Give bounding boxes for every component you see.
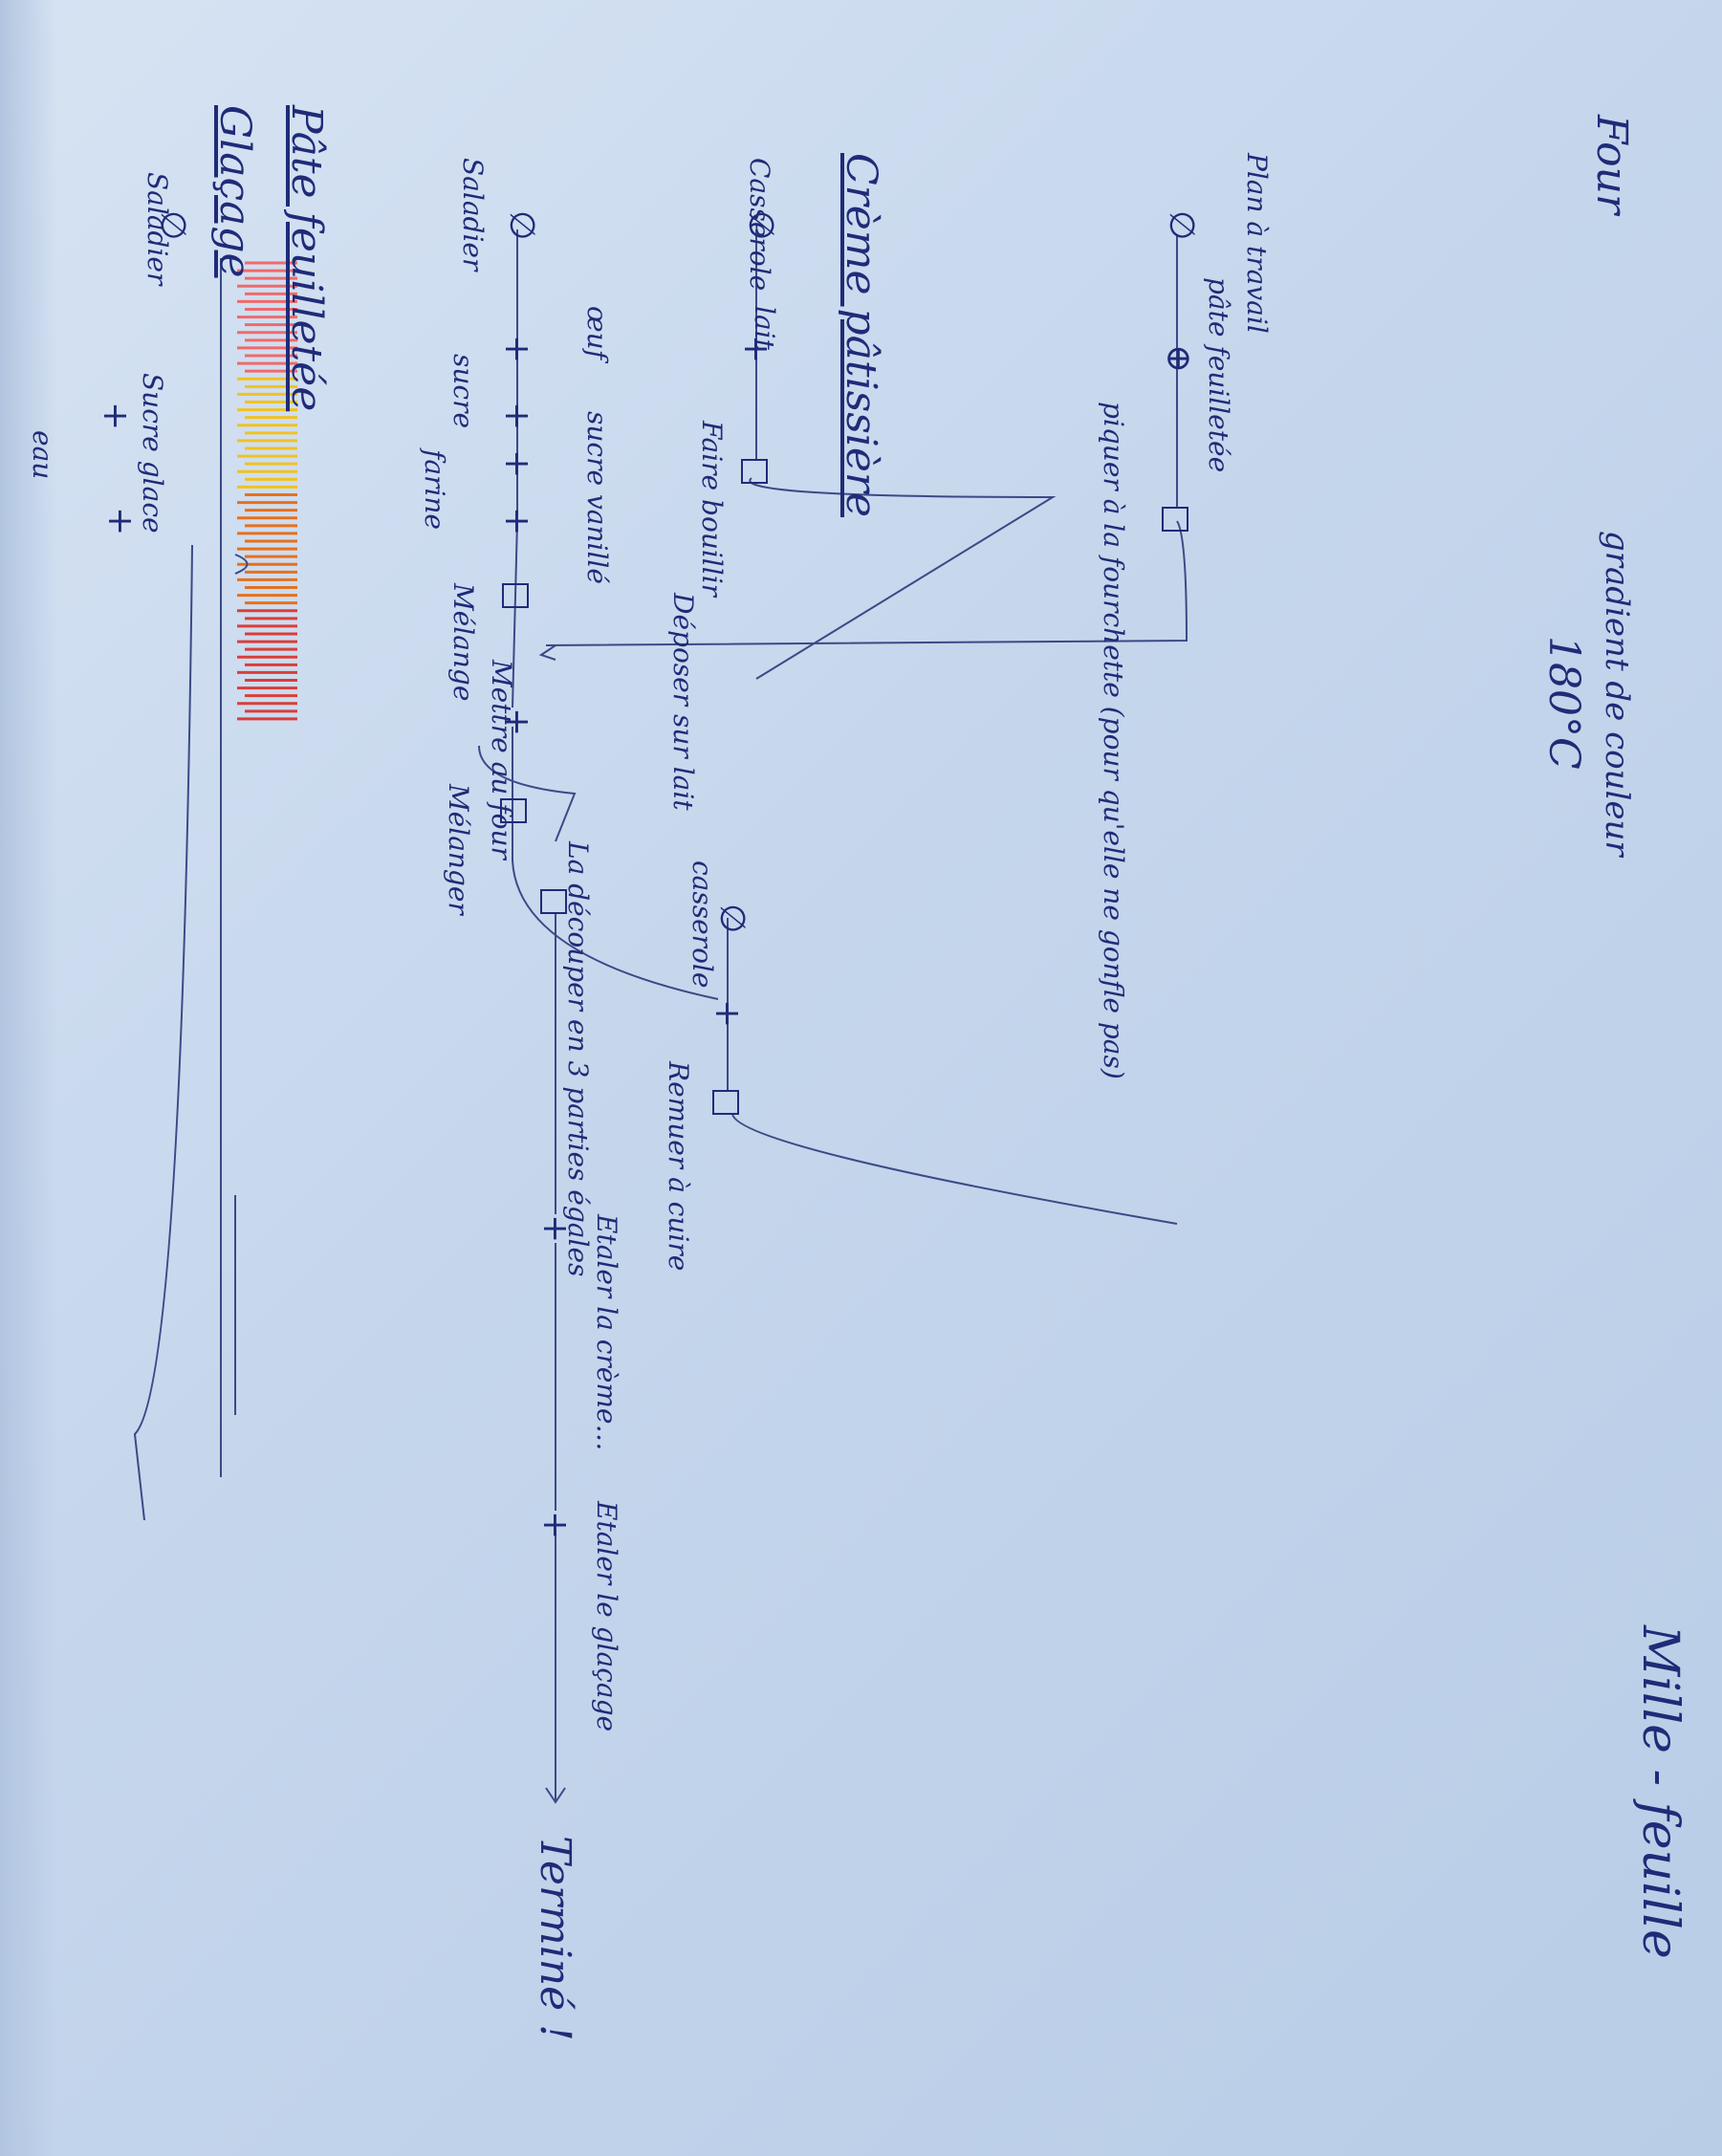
glacage-to-etaler	[133, 544, 193, 1521]
melanger-to-remuer	[512, 860, 719, 1000]
plus-sucre-vanille: +	[497, 449, 536, 479]
section-creme: Crème pâtissière	[837, 153, 885, 517]
sucre-vanille-label: sucre vanillé	[581, 411, 613, 584]
plus-etaler-creme: +	[535, 1214, 575, 1244]
casserole-to-melange	[749, 477, 1057, 680]
pate-to-oven	[545, 520, 1188, 646]
empty-symbol-glacage: ∅	[153, 210, 192, 241]
melanger-label: Mélanger	[443, 784, 474, 915]
paper-shadow	[0, 0, 57, 2156]
empty-symbol-casserole: ∅	[741, 210, 780, 241]
step-box-faire-bouillir	[741, 459, 768, 484]
plus-eau: +	[100, 507, 140, 536]
plus-sucre: +	[497, 402, 536, 431]
empty-symbol-casserole-2: ∅	[712, 904, 752, 934]
remuer-label: Remuer à cuire	[663, 1061, 694, 1272]
etaler-creme-label: Etaler la crème…	[591, 1214, 622, 1451]
plus-lait: +	[736, 335, 775, 364]
plus-farine: +	[497, 507, 536, 536]
color-gradient-bar	[237, 261, 297, 721]
plus-sucre-glace: +	[96, 402, 135, 431]
oeuf-label: œuf	[581, 306, 613, 360]
gradient-label: gradient de couleur	[1598, 531, 1636, 857]
melange-label: Mélange	[447, 583, 479, 702]
termine-arrowhead	[545, 1787, 566, 1804]
faire-bouillir-label: Faire bouillir	[696, 421, 728, 598]
sucre-glace-label: Sucre glace	[137, 373, 168, 534]
termine-label: Terminé !	[531, 1836, 579, 2041]
empty-symbol-saladier: ∅	[502, 210, 541, 241]
deposer-label: Déposer sur lait	[667, 593, 699, 811]
diagram-title: Mille - feuille	[1631, 1625, 1689, 1959]
pate-ingredient-label: pâte feuilletée	[1203, 277, 1234, 473]
etaler-glacage-label: Etaler le glaçage	[591, 1501, 622, 1732]
temperature-label: 180°C	[1539, 636, 1588, 770]
step-box-remuer	[712, 1090, 739, 1115]
circled-plus-pate: ⊕	[1159, 344, 1198, 374]
step-box-melanger	[500, 798, 527, 823]
plus-oeuf: +	[497, 335, 536, 364]
mettre-four-label: Mettre au four	[486, 660, 517, 860]
plus-melange: +	[497, 708, 536, 737]
plan-travail-label: Plan à travail	[1241, 153, 1273, 334]
saladier-label: Saladier	[457, 158, 489, 272]
decouper-label: La découper en 3 parties égales	[562, 841, 594, 1277]
plus-etaler-glacage: +	[535, 1511, 575, 1540]
empty-symbol-pate: ∅	[1162, 210, 1201, 241]
step-box-piquer	[1162, 507, 1188, 532]
oven-label: Four	[1587, 115, 1636, 214]
remuer-to-etaler	[731, 1113, 1178, 1225]
pate-oven-arrowhead	[538, 644, 556, 661]
oven-to-decouper	[478, 745, 577, 842]
piquer-label: piquer à la fourchette (pour qu'elle ne …	[1098, 402, 1129, 1079]
step-box-melange	[502, 583, 529, 608]
gradient-stripes	[237, 261, 297, 721]
plus-remuer: +	[708, 999, 747, 1029]
section-pate: Pâte feuilletée	[282, 105, 331, 412]
eau-label: eau	[27, 430, 58, 480]
melange-line	[512, 520, 518, 708]
section-glacage: Glaçage	[210, 105, 259, 278]
farine-label: farine	[419, 449, 450, 530]
sucre-label: sucre	[447, 354, 479, 429]
temperature-brace	[234, 554, 249, 575]
